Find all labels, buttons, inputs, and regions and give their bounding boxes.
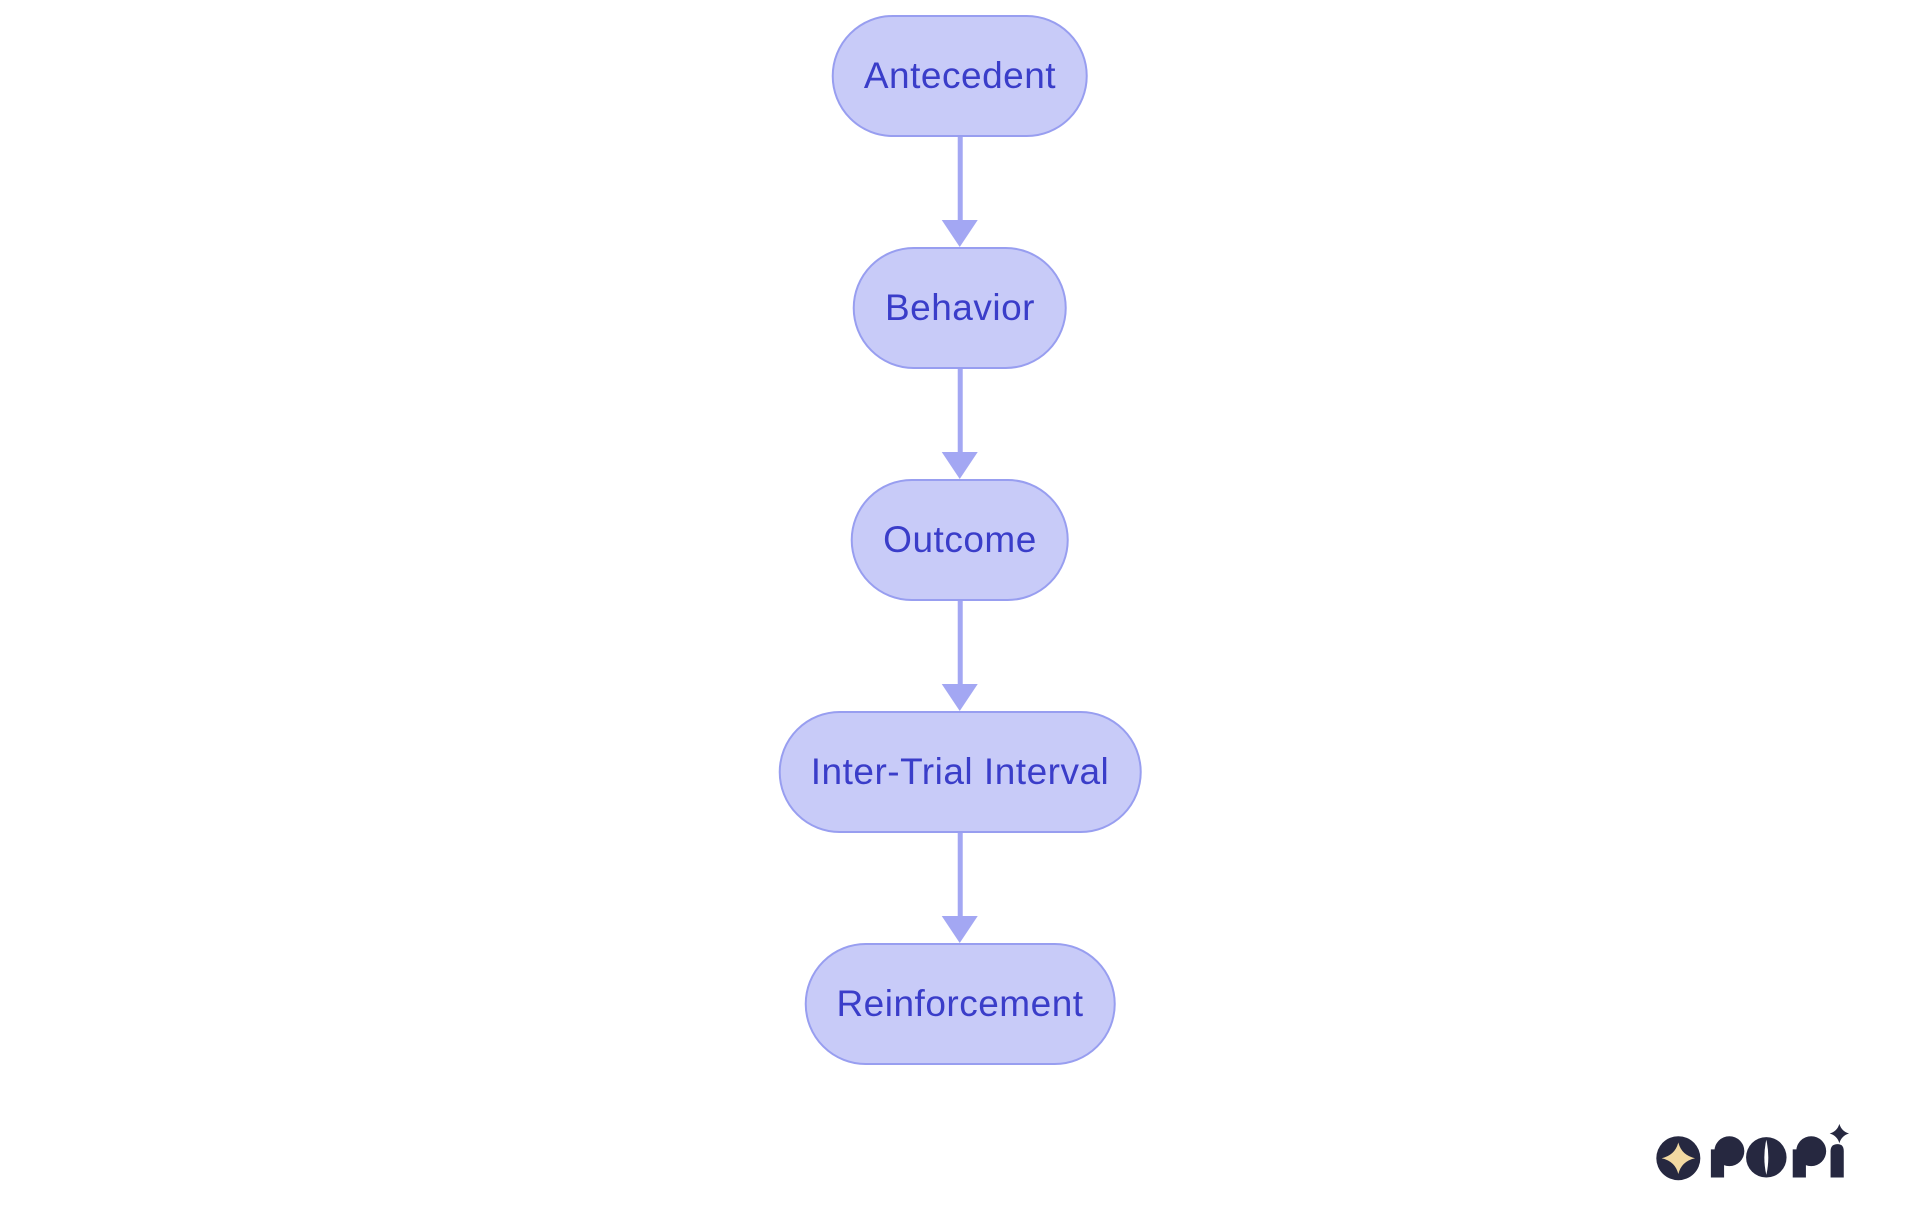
- rori-wordmark: [1710, 1123, 1850, 1178]
- node-label: Outcome: [883, 519, 1037, 560]
- sparkle-circle-icon: [1656, 1136, 1701, 1181]
- arrow-shaft: [957, 369, 963, 452]
- rori-logo: rori: [1654, 1123, 1854, 1189]
- flow-node-outcome: Outcome: [851, 479, 1069, 601]
- flow-node-antecedent: Antecedent: [831, 15, 1089, 137]
- arrow-shaft: [957, 601, 963, 684]
- flow-node-reinforcement: Reinforcement: [804, 943, 1116, 1065]
- flow-arrow: [941, 369, 978, 479]
- node-label: Antecedent: [863, 55, 1057, 96]
- flow-arrow: [941, 833, 978, 943]
- brand-name: rori: [1654, 1189, 1655, 1190]
- rori-logo-graphic: [1656, 1123, 1850, 1181]
- flow-arrow: [941, 601, 978, 711]
- sparkle-icon: [1829, 1123, 1850, 1144]
- arrow-shaft: [957, 137, 963, 220]
- node-label: Behavior: [884, 287, 1036, 328]
- flow-arrow: [941, 137, 978, 247]
- node-label: Inter-Trial Interval: [810, 751, 1110, 792]
- node-label: Reinforcement: [836, 983, 1084, 1024]
- arrow-head-icon: [941, 684, 978, 711]
- arrow-head-icon: [941, 452, 978, 479]
- arrow-shaft: [957, 833, 963, 916]
- arrow-head-icon: [941, 916, 978, 943]
- flow-node-behavior: Behavior: [852, 247, 1068, 369]
- flowchart: Antecedent Behavior Outcome Inter-Trial …: [778, 15, 1142, 1065]
- arrow-head-icon: [941, 220, 978, 247]
- flow-node-inter-trial-interval: Inter-Trial Interval: [778, 711, 1142, 833]
